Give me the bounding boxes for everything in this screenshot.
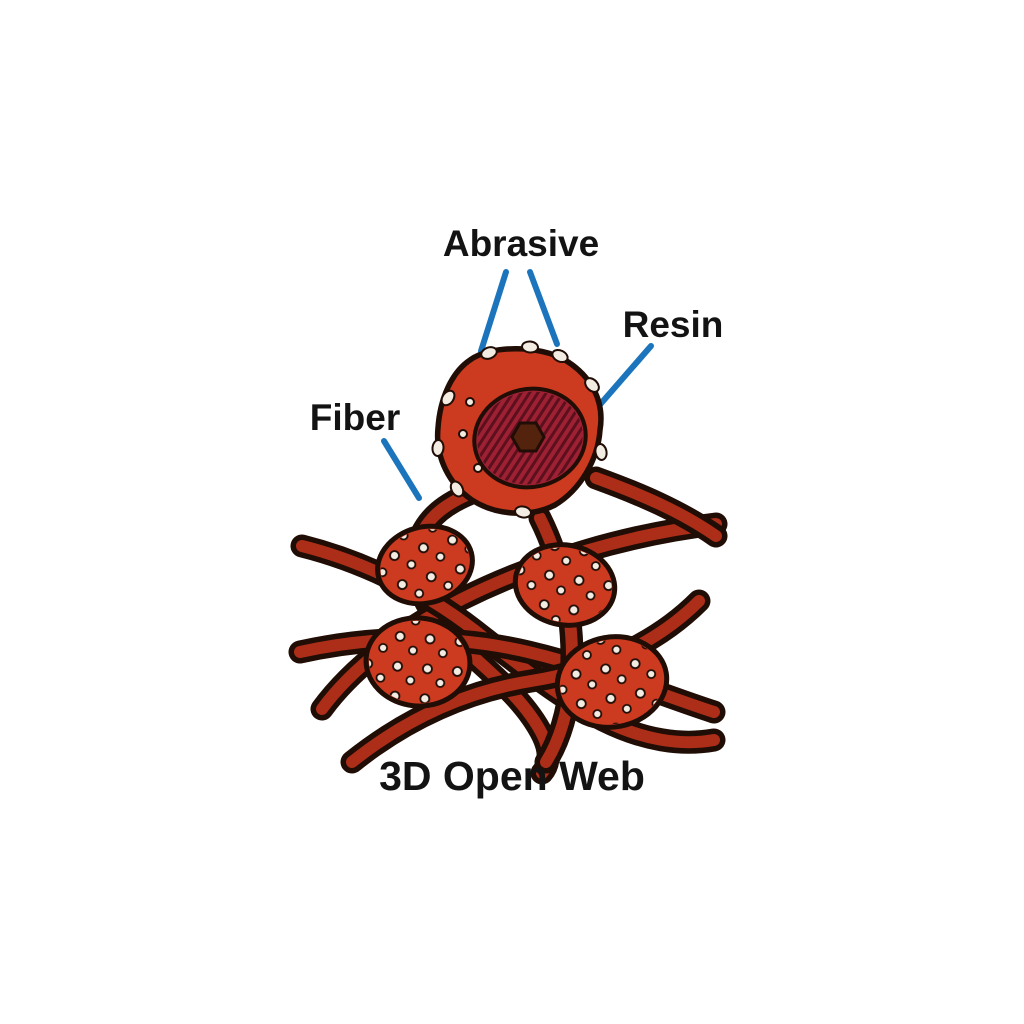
abrasive-leader-left (478, 269, 509, 354)
abrasive-grain (521, 340, 539, 354)
abrasive-leader-right (527, 269, 560, 347)
abrasive-grain (440, 389, 456, 407)
fiber-web (288, 466, 728, 785)
abrasive-grain (584, 377, 600, 393)
leader-lines (381, 269, 654, 501)
abrasive-grain (449, 480, 465, 498)
abrasive-nodules (363, 523, 670, 730)
fiber-strand (316, 518, 722, 715)
fiber-leader (381, 438, 422, 501)
fiber-cross-section (431, 340, 608, 519)
abrasive-grain (473, 463, 483, 473)
labels: Abrasive Resin Fiber 3D Open Web (310, 223, 724, 799)
abrasive-nodule (554, 634, 670, 730)
resin-leader (594, 343, 654, 411)
abrasive-grain (431, 439, 445, 457)
abrasive-grains (431, 340, 608, 519)
abrasive-grain (465, 397, 475, 407)
abrasive-grain (480, 346, 498, 360)
abrasive-nodule (512, 542, 618, 628)
resin-label: Resin (623, 304, 724, 345)
abrasive-grain (551, 348, 569, 364)
fiber-strand (346, 595, 705, 768)
abrasive-grain (458, 429, 468, 439)
fiber-strand (590, 472, 722, 542)
fiber-label: Fiber (310, 397, 400, 438)
abrasive-nodule (363, 615, 473, 709)
fiber-core-hex (510, 421, 546, 453)
figure-caption: 3D Open Web (379, 753, 645, 799)
abrasive-grain (594, 443, 608, 461)
abrasive-label: Abrasive (443, 223, 599, 264)
abrasive-grain (514, 505, 532, 519)
abrasive-nodule (375, 523, 475, 607)
